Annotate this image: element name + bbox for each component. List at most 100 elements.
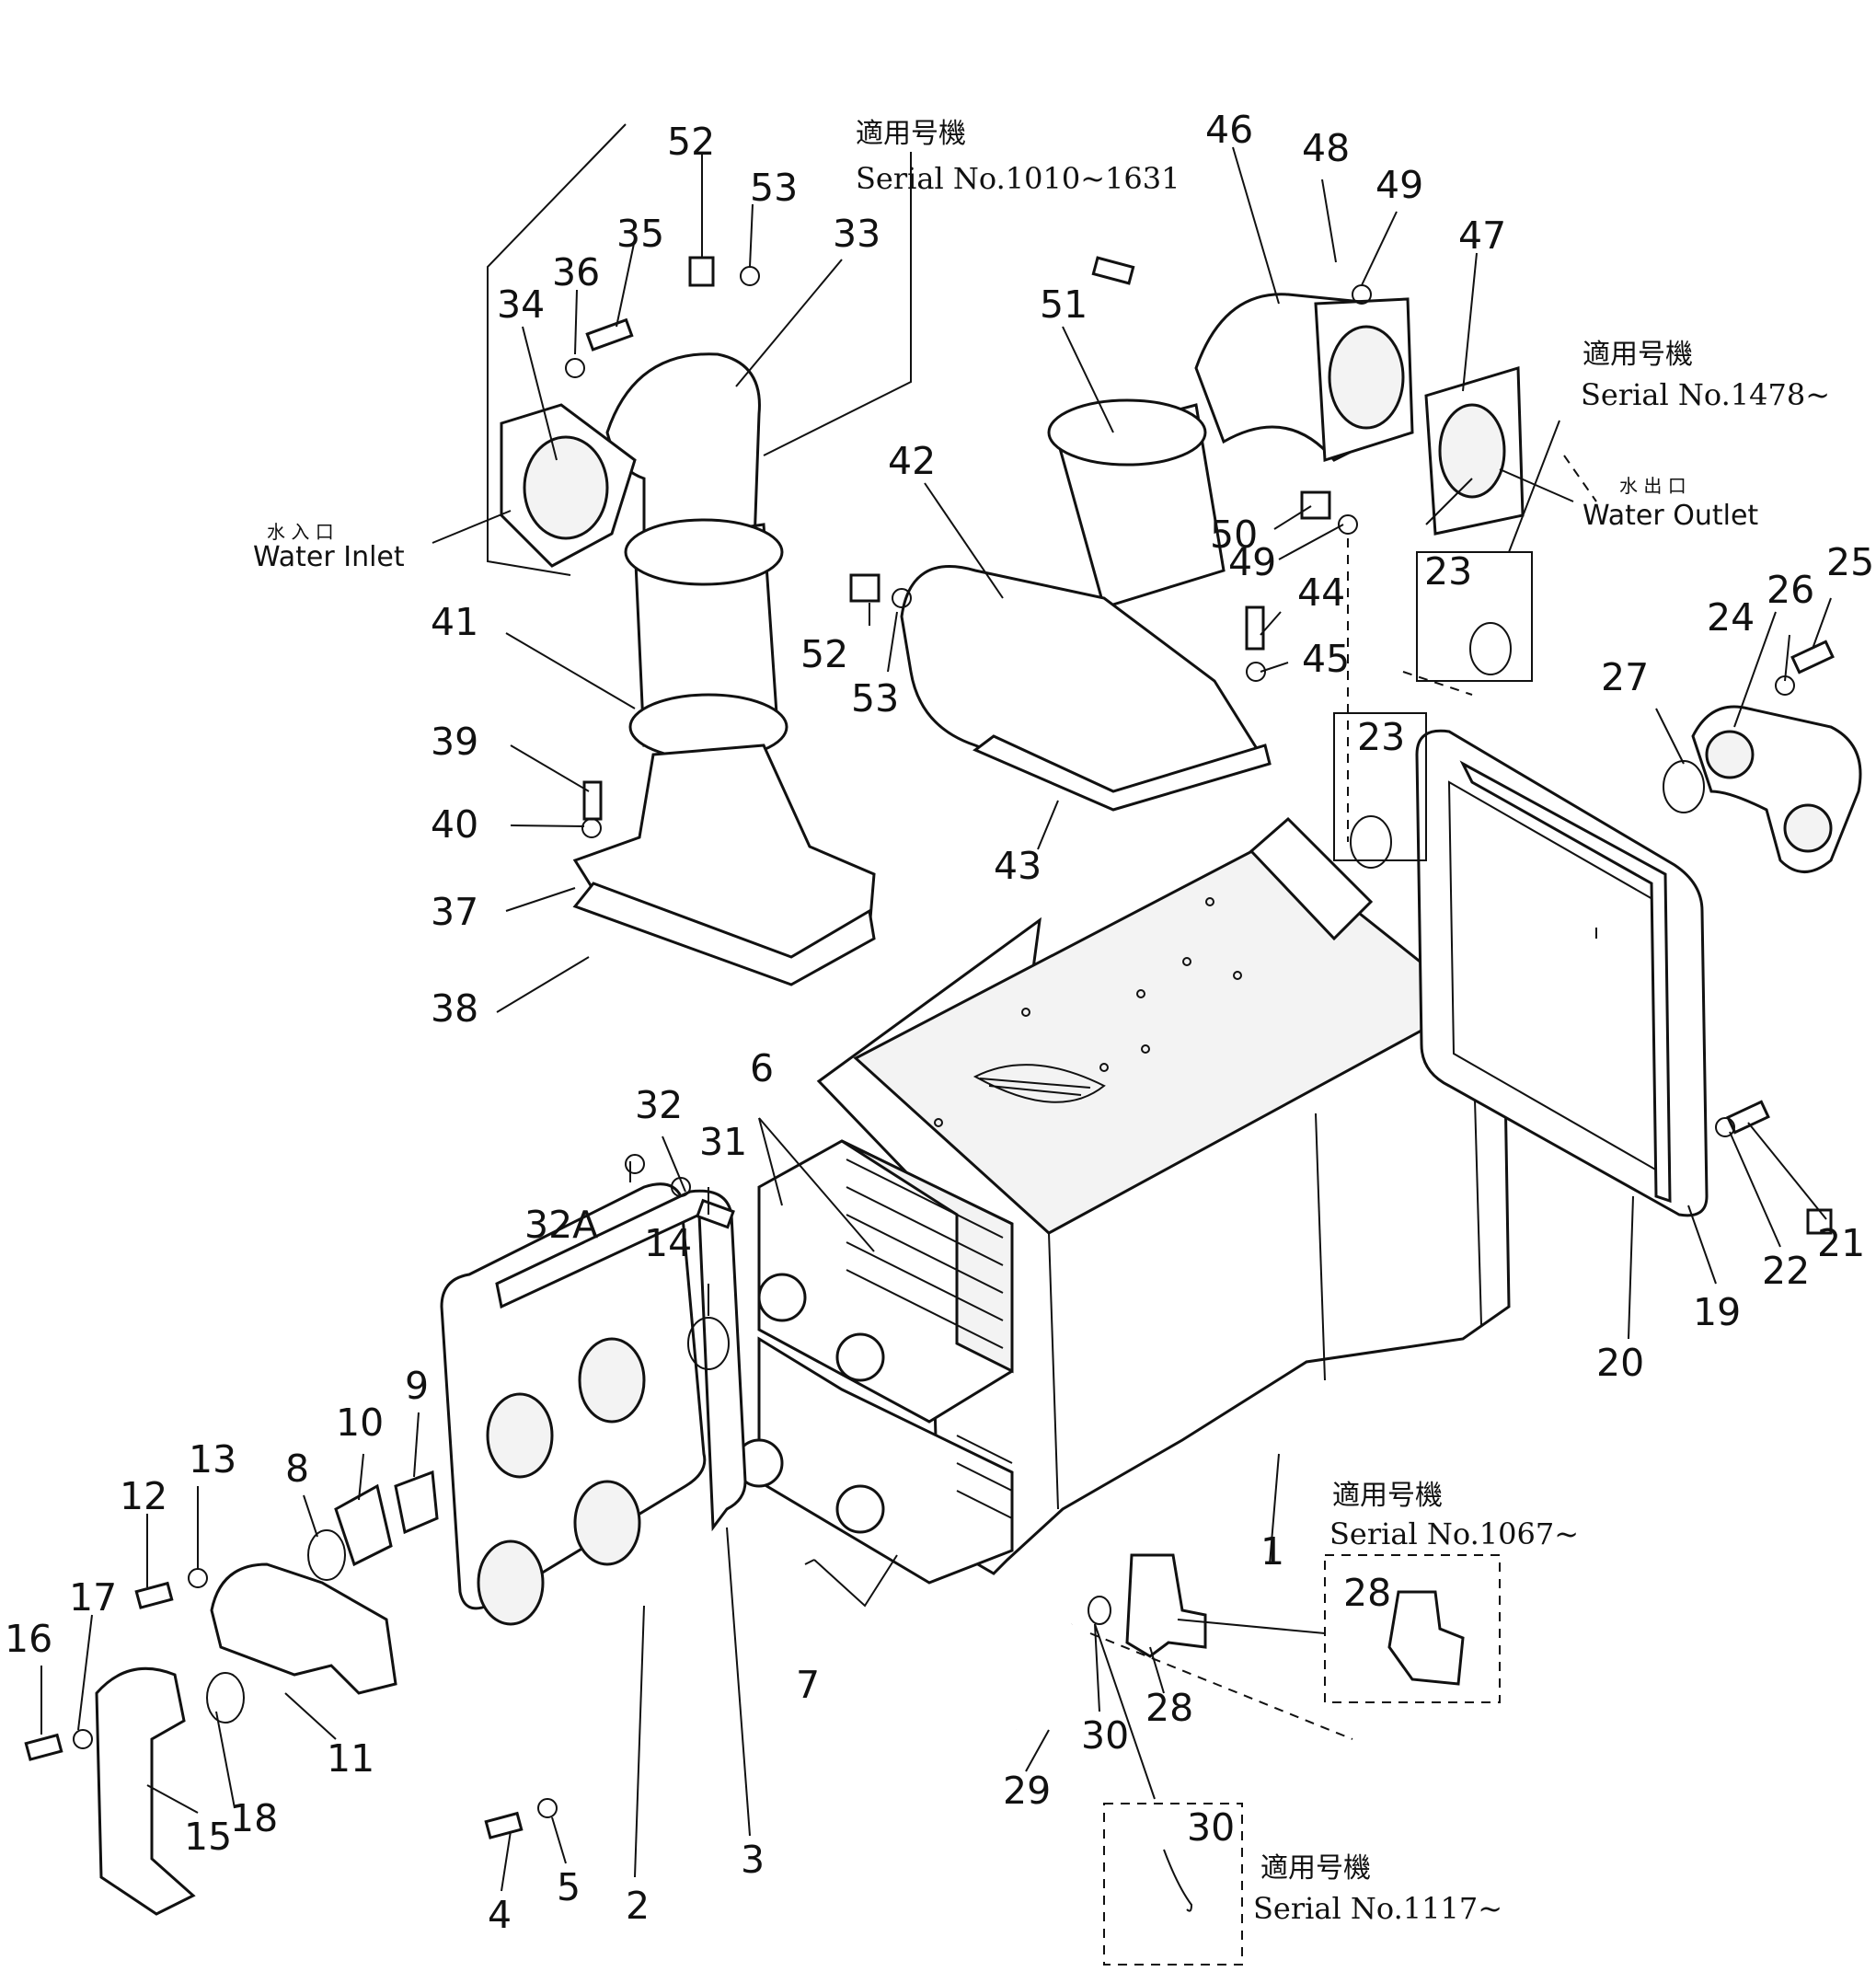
outlet-pipe-51 [1047,398,1226,609]
serial-range-bottom: Serial No.1117~ [1253,1891,1502,1926]
callout-2: 2 [626,1884,650,1928]
callout-47: 47 [1458,213,1506,258]
callout-53: 53 [851,676,899,721]
serial-note-label: 適用号機 [1583,339,1693,371]
core-nozzles [734,1273,885,1534]
water-inlet-jp: 水 入 口 [267,521,334,543]
callout-44: 44 [1297,571,1345,615]
callout-29: 29 [1003,1769,1051,1813]
water-outlet-label: Water Outlet [1583,500,1758,532]
front-pipe-15 [95,1666,196,1916]
callout-30: 30 [1187,1805,1235,1850]
callout-15: 15 [184,1815,232,1859]
callout-49: 49 [1375,163,1423,207]
cooler-core-6 [757,1139,1014,1424]
callout-40: 40 [431,802,478,847]
serial-range-right: Serial No.1478~ [1581,377,1830,412]
part-callouts: 52 53 33 35 36 34 46 48 49 47 51 42 50 4… [5,108,1874,1937]
rear-pipe-24 [1691,705,1862,873]
water-outlet-jp: 水 出 口 [1619,475,1686,497]
callout-52: 52 [667,120,715,164]
inlet-pipe-41 [624,518,788,761]
callout-36: 36 [552,250,600,294]
bolts-and-washers [24,256,1835,1839]
callout-19: 19 [1693,1290,1741,1334]
callout-1: 1 [1260,1529,1284,1574]
callout-45: 45 [1302,637,1350,681]
callout-4: 4 [488,1893,512,1937]
gasket-20 [1459,760,1672,1204]
callout-20: 20 [1596,1341,1644,1385]
callout-18: 18 [230,1796,278,1840]
serial-note-label: 適用号機 [1332,1480,1443,1512]
callout-23: 23 [1357,715,1405,759]
water-inlet-label: Water Inlet [253,541,405,573]
gasket-43 [973,734,1272,812]
callout-14: 14 [644,1221,692,1265]
callout-34: 34 [497,282,545,327]
front-pipe-11 [210,1562,397,1695]
serial-note-label: 適用号機 [1260,1852,1371,1885]
callout-52: 52 [800,632,848,676]
callout-3: 3 [741,1838,765,1882]
detail-boxes [1103,551,1533,1966]
callout-24: 24 [1707,595,1755,640]
callout-42: 42 [888,439,936,483]
callout-12: 12 [120,1474,167,1518]
callout-23: 23 [1424,549,1472,594]
callout-30: 30 [1081,1713,1129,1758]
callout-13: 13 [189,1437,236,1481]
callout-46: 46 [1205,108,1253,152]
callout-35: 35 [616,212,664,256]
callout-8: 8 [285,1447,309,1491]
callout-11: 11 [327,1736,374,1781]
callout-48: 48 [1302,126,1350,170]
gasket-38 [572,882,876,986]
clip-30 [1088,1596,1193,1912]
serial-range-bottom-right: Serial No.1067~ [1329,1516,1579,1551]
water-outlet-caption: 水 出 口 Water Outlet [1583,475,1758,532]
serial-note-bottom-right: 適用号機 Serial No.1067~ [1329,1480,1579,1551]
drain-cock-28 [1125,1553,1465,1686]
hose-29 [1011,1619,1075,1731]
callout-5: 5 [557,1865,581,1909]
callout-28: 28 [1145,1686,1193,1730]
callout-22: 22 [1762,1249,1810,1293]
callout-16: 16 [5,1617,52,1661]
callout-53: 53 [750,166,798,210]
callout-37: 37 [431,890,478,934]
outlet-elbow-46 [1194,293,1414,463]
callout-17: 17 [69,1575,117,1620]
o-rings [206,622,1705,1724]
callout-41: 41 [431,600,478,644]
serial-note-top: 適用号機 Serial No.1010~1631 [856,118,1180,196]
gasket-10-9 [334,1470,439,1567]
callout-49: 49 [1228,540,1276,584]
serial-note-right: 適用号機 Serial No.1478~ [1581,339,1830,412]
cooler-body-1 [816,816,1511,1575]
serial-note-label: 適用号機 [856,118,966,150]
water-inlet-caption: 水 入 口 Water Inlet [253,521,405,573]
callout-43: 43 [994,844,1042,888]
callout-26: 26 [1767,568,1814,612]
callout-32A: 32A [524,1203,598,1247]
callout-10: 10 [336,1401,384,1445]
serial-range-top: Serial No.1010~1631 [856,161,1180,196]
callout-27: 27 [1601,655,1649,699]
callout-50: 50 [1210,513,1258,557]
callout-25: 25 [1826,540,1874,584]
callout-28: 28 [1343,1571,1391,1615]
callout-39: 39 [431,720,478,764]
callout-33: 33 [833,212,880,256]
leader-lines [40,123,1832,1892]
callout-21: 21 [1817,1221,1865,1265]
serial-note-bottom: 適用号機 Serial No.1117~ [1253,1852,1502,1926]
callout-6: 6 [750,1046,774,1090]
callout-51: 51 [1040,282,1088,327]
water-inlet-flange-34 [500,403,637,568]
callout-38: 38 [431,986,478,1031]
callout-7: 7 [796,1663,820,1707]
callout-31: 31 [699,1120,747,1164]
